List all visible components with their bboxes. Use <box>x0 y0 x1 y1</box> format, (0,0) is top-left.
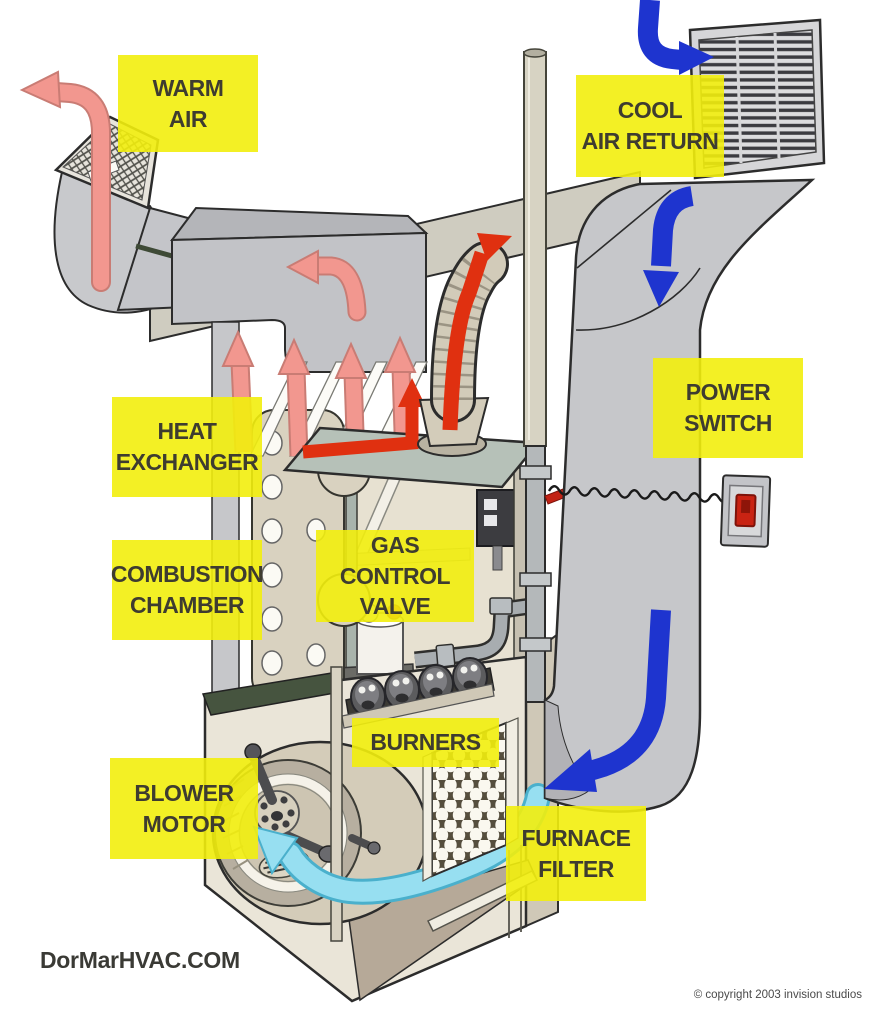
chimney-pipe <box>519 48 567 703</box>
label-burners: BURNERS <box>352 718 499 767</box>
gas-pipe-run <box>414 597 533 669</box>
cool-air-arrow-to-filter <box>544 609 671 792</box>
label-blower-motor: BLOWER MOTOR <box>110 758 258 859</box>
flue-exhaust-arrow <box>442 233 512 431</box>
power-switch-part <box>547 474 772 548</box>
cool-air-arrow-into-grille <box>637 0 714 75</box>
switch-wire <box>547 485 730 504</box>
label-warm-air: WARM AIR <box>118 55 258 152</box>
control-board <box>476 489 520 571</box>
copyright-text: © copyright 2003 invision studios <box>693 989 862 1001</box>
label-cool-air-return: COOL AIR RETURN <box>576 75 724 177</box>
cool-air-arrows <box>544 0 714 792</box>
label-gas-control-valve: GAS CONTROL VALVE <box>316 530 474 622</box>
plenum-warm-air-arrow <box>285 249 367 322</box>
website-text: DorMarHVAC.COM <box>40 947 240 973</box>
label-furnace-filter: FURNACE FILTER <box>506 806 646 901</box>
cool-air-arrow-down-duct <box>643 186 695 307</box>
return-grille <box>688 18 826 180</box>
label-combustion-chamber: COMBUSTION CHAMBER <box>111 540 264 640</box>
label-heat-exchanger: HEAT EXCHANGER <box>112 397 262 497</box>
burners-part <box>341 657 495 729</box>
label-power-switch: POWER SWITCH <box>653 358 803 458</box>
warm-air-arrow <box>19 70 111 292</box>
